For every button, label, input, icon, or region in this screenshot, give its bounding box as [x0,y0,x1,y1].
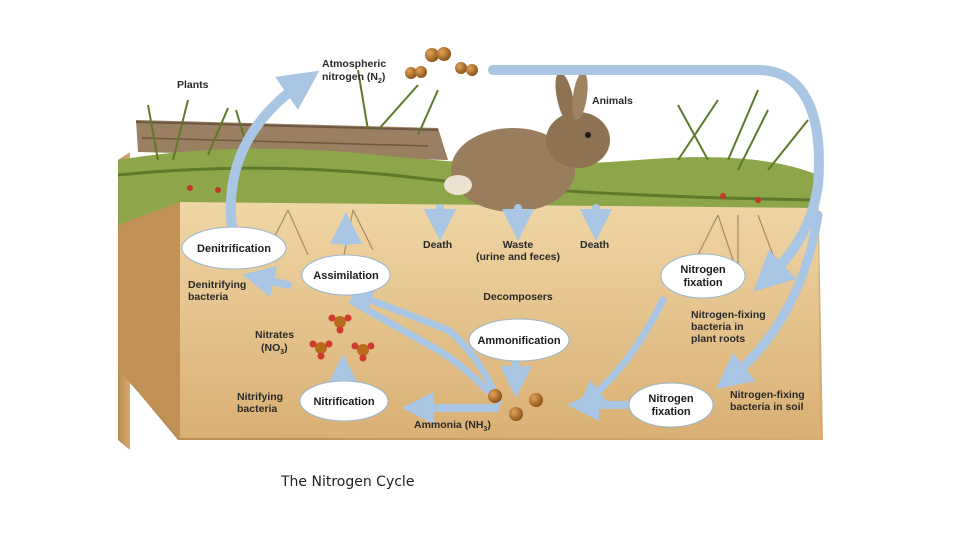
figure-caption: The Nitrogen Cycle [281,474,415,490]
animals-label: Animals [592,95,633,107]
plants-label: Plants [177,79,209,91]
oval-nitrogen-fixation-bottom: Nitrogen fixation [628,382,714,428]
nitrifying-label-line2: bacteria [237,403,277,415]
denitrification-label: Denitrification [197,243,271,255]
root-bacteria-label-line2: bacteria in [691,321,744,333]
ammonia-label: Ammonia (NH3) [414,419,491,433]
nitrates-label-line2: (NO3) [261,342,288,356]
nitrification-label: Nitrification [313,396,374,408]
atmospheric-label-line1: Atmospheric [322,58,386,70]
waste-label-line1: Waste [503,239,534,251]
ammonification-label: Ammonification [477,335,560,347]
oval-denitrification: Denitrification [181,226,287,270]
plant-roots [267,209,774,265]
assimilation-label: Assimilation [313,270,379,282]
fixation-top-line1: Nitrogen [680,264,726,276]
atmospheric-nitrogen-molecules [405,47,478,79]
rabbit [444,72,610,212]
waste-label-line2: (urine and feces) [476,251,560,263]
ammonia-molecules [488,389,543,421]
oval-ammonification: Ammonification [468,318,570,362]
root-bacteria-label-line1: Nitrogen-fixing [691,309,766,321]
fixation-bottom-line1: Nitrogen [648,393,694,405]
oval-nitrification: Nitrification [299,380,389,422]
oval-nitrogen-fixation-top: Nitrogen fixation [660,253,746,299]
death-left-label: Death [423,239,452,251]
denitrifying-label-line1: Denitrifying [188,279,246,291]
nitrifying-label-line1: Nitrifying [237,391,283,403]
nitrogen-cycle-diagram: Denitrification Assimilation Ammonificat… [117,10,838,450]
nitrate-molecules [309,314,375,362]
diagram-labels: Plants Atmospheric nitrogen (N2) Animals… [177,58,805,433]
denitrifying-label-line2: bacteria [188,291,228,303]
oval-assimilation: Assimilation [301,254,391,296]
fixation-top-line2: fixation [683,277,722,289]
soil-bacteria-label-line2: bacteria in soil [730,401,804,413]
death-right-label: Death [580,239,609,251]
decomposers-label: Decomposers [483,291,553,303]
root-bacteria-label-line3: plant roots [691,333,745,345]
soil-bacteria-label-line1: Nitrogen-fixing [730,389,805,401]
atmospheric-label-line2: nitrogen (N2) [322,71,385,85]
nitrates-label-line1: Nitrates [255,329,294,341]
fixation-bottom-line2: fixation [651,406,690,418]
